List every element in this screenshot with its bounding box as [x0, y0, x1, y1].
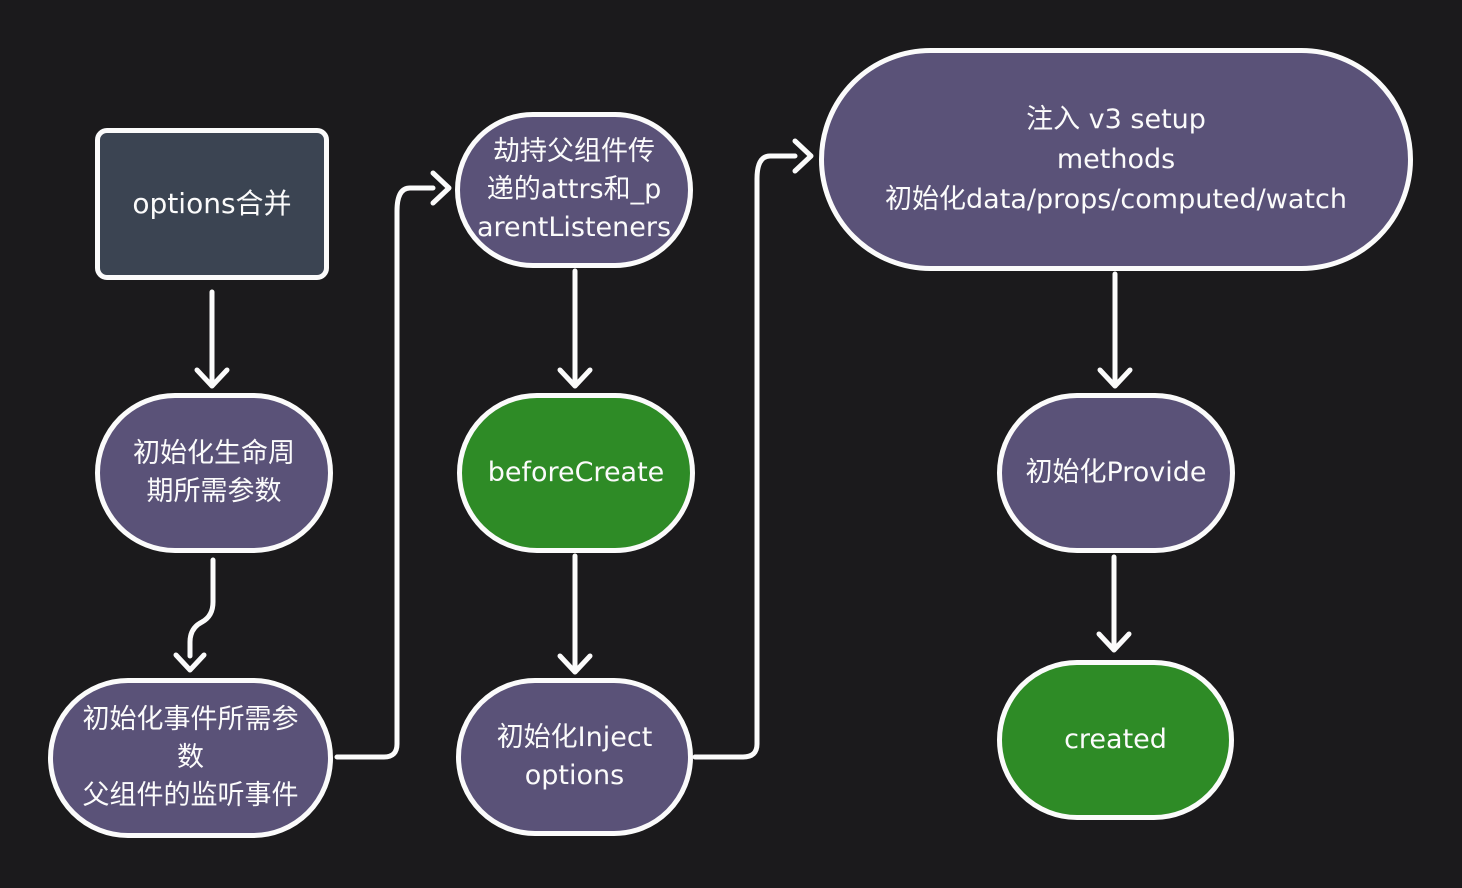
node-init-events: 初始化事件所需参 数 父组件的监听事件 — [48, 678, 333, 838]
node-label: beforeCreate — [487, 457, 665, 488]
node-label: methods — [1056, 143, 1176, 175]
node-label: 数 — [177, 742, 204, 773]
node-label: options — [524, 760, 625, 791]
node-label: options合并 — [132, 187, 292, 220]
arrowhead-down-icon — [557, 653, 593, 675]
node-label: 初始化事件所需参 — [82, 704, 299, 735]
arrowhead-down-icon — [1096, 631, 1132, 653]
node-label: 初始化Inject — [496, 722, 653, 753]
node-label: 劫持父组件传 — [493, 136, 655, 167]
arrowhead-right-icon — [430, 170, 452, 206]
node-hijack-attrs: 劫持父组件传 递的attrs和_p arentListeners — [455, 112, 693, 268]
node-init-lifecycle: 初始化生命周 期所需参数 — [95, 393, 333, 553]
arrowhead-down-icon — [557, 367, 593, 389]
node-label: created — [1064, 724, 1167, 755]
node-before-create: beforeCreate — [457, 393, 695, 553]
arrowhead-down-icon — [194, 367, 230, 389]
node-init-provide: 初始化Provide — [997, 393, 1235, 553]
arrow-lifecycle-to-events — [187, 557, 216, 659]
node-init-inject: 初始化Inject options — [456, 678, 693, 836]
node-label: 父组件的监听事件 — [82, 780, 299, 811]
arrowhead-down-icon — [173, 652, 207, 673]
arrow-inject-to-setup — [692, 153, 798, 760]
node-label: 注入 v3 setup — [1026, 103, 1206, 135]
node-created: created — [997, 660, 1234, 820]
node-label: 初始化Provide — [1025, 457, 1207, 488]
node-label: 期所需参数 — [146, 476, 282, 507]
node-options-merge: options合并 — [95, 128, 329, 280]
node-label: 初始化data/props/computed/watch — [885, 183, 1347, 215]
arrowhead-down-icon — [1097, 367, 1133, 389]
arrowhead-right-icon — [792, 138, 814, 174]
node-inject-setup: 注入 v3 setup methods 初始化data/props/comput… — [819, 48, 1413, 271]
node-label: arentListeners — [476, 212, 672, 243]
node-label: 递的attrs和_p — [486, 174, 662, 205]
node-label: 初始化生命周 — [133, 438, 295, 469]
arrow-events-to-hijack — [334, 185, 436, 760]
